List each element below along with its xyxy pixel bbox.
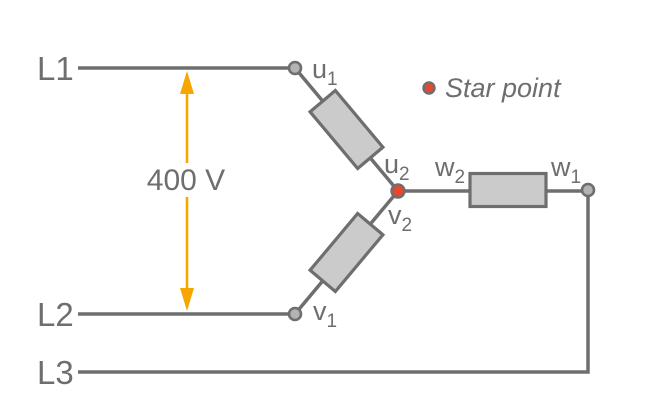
voltage-label: 400 V <box>147 164 225 197</box>
l3-label: L3 <box>37 354 74 391</box>
v1-terminal <box>287 306 303 322</box>
legend-label: Star point <box>445 73 562 103</box>
u-winding <box>307 88 386 171</box>
l1-label: L1 <box>37 50 74 87</box>
w-winding <box>468 171 548 209</box>
v-winding <box>307 211 386 294</box>
u2-label: u2 <box>384 149 410 185</box>
w1-terminal <box>580 182 596 198</box>
arrow-down-icon <box>180 288 194 311</box>
w1-label: w1 <box>550 152 581 188</box>
u1-label: u1 <box>312 54 338 90</box>
voltage-arrow <box>180 71 194 311</box>
v1-label: v1 <box>313 296 337 332</box>
u1-terminal <box>287 60 303 76</box>
star-point-marker <box>390 183 406 199</box>
arrow-up-icon <box>180 71 194 94</box>
w2-label: w2 <box>434 152 465 188</box>
l3-wire-and-riser <box>78 190 590 374</box>
v2-label: v2 <box>388 200 412 236</box>
legend-star-point-icon <box>422 81 436 95</box>
l2-label: L2 <box>37 296 74 333</box>
